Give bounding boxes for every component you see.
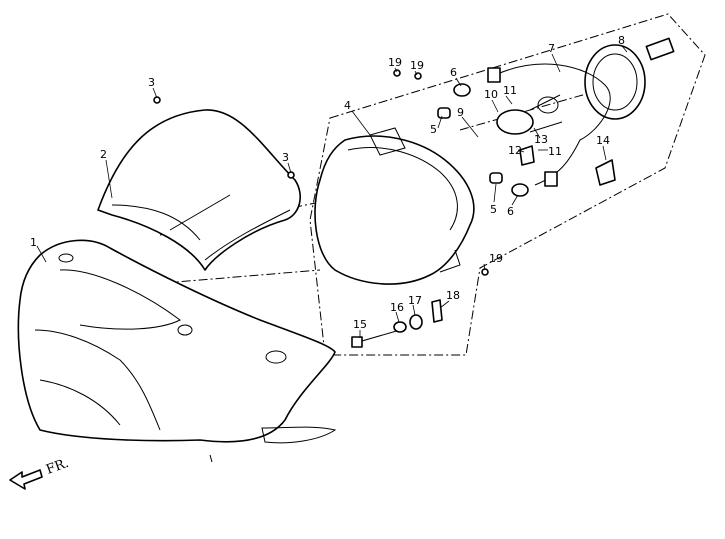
screw-19-b (414, 72, 422, 80)
callout-8: 8 (618, 34, 625, 47)
bulb-socket-cover (584, 37, 675, 120)
callout-18: 18 (446, 289, 460, 302)
position-bulb-upper (453, 67, 501, 97)
wiring-harness (494, 63, 611, 186)
headlight-housing (314, 127, 475, 285)
assembly-boundary (309, 13, 706, 356)
washer-17 (409, 314, 423, 330)
adjuster-screw (351, 329, 401, 348)
callout-10: 10 (484, 88, 498, 101)
clip-12 (519, 145, 535, 166)
callout-5-upper: 5 (430, 123, 437, 136)
callout-9: 9 (457, 106, 464, 119)
grommet-lower (489, 172, 503, 184)
callout-19-b: 19 (410, 59, 424, 72)
front-cowl (17, 239, 337, 463)
callout-2: 2 (100, 148, 107, 161)
callout-11-upper: 11 (503, 84, 517, 97)
callout-19-a: 19 (388, 56, 402, 69)
callout-labels: 1 2 3 3 4 5 5 6 6 7 8 9 10 11 11 12 13 1… (30, 34, 625, 331)
callout-14: 14 (596, 134, 610, 147)
callout-17: 17 (408, 294, 422, 307)
callout-4: 4 (344, 99, 351, 112)
callout-12: 12 (508, 144, 522, 157)
windshield (97, 109, 301, 271)
front-direction-arrow (9, 469, 43, 490)
callout-16: 16 (390, 301, 404, 314)
headlight-bulb (496, 94, 563, 135)
callout-6-lower: 6 (507, 205, 514, 218)
grommet-upper (437, 107, 451, 119)
callout-6-upper: 6 (450, 66, 457, 79)
spring-16 (393, 321, 407, 333)
callout-3-right: 3 (282, 151, 289, 164)
clip-14 (595, 159, 616, 186)
callout-3-left: 3 (148, 76, 155, 89)
callout-13: 13 (534, 133, 548, 146)
direction-label: FR. (44, 456, 71, 478)
callout-11-lower: 11 (548, 145, 562, 158)
callout-5-lower: 5 (490, 203, 497, 216)
bracket-18 (431, 299, 443, 323)
screw-19-a (393, 69, 401, 77)
position-bulb-lower (511, 171, 558, 197)
callout-15: 15 (353, 318, 367, 331)
callout-19-c: 19 (489, 252, 503, 265)
callout-1: 1 (30, 236, 37, 249)
leader-lines (36, 45, 628, 338)
callout-7: 7 (548, 42, 555, 55)
